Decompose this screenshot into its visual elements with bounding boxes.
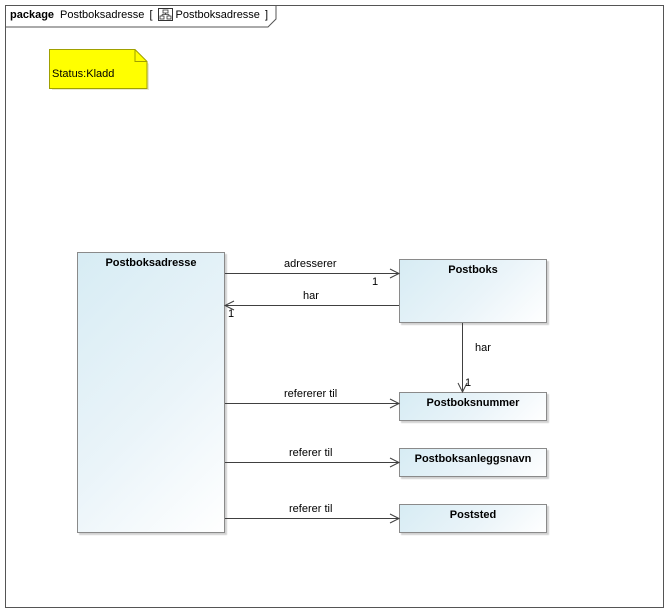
bracket-open: [ [149,9,153,21]
multiplicity-har-back: 1 [228,308,235,320]
multiplicity-adresserer: 1 [372,276,379,288]
diagram-icon [157,7,173,21]
diagram-name: Postboksadresse [175,9,260,21]
assoc-referer2-arrow [389,513,401,524]
assoc-label-adresserer: adresserer [284,258,337,270]
class-name: Poststed [449,509,497,521]
package-tab[interactable]: package Postboksadresse [ Postboksadresse… [5,5,270,27]
class-name: Postboksnummer [426,397,520,409]
multiplicity-har-down: 1 [465,377,472,389]
assoc-har-down-arrow [457,382,468,394]
assoc-refererer-arrow [389,398,401,409]
package-name: Postboksadresse [60,9,145,21]
class-name: Postboksadresse [105,257,197,269]
assoc-har-back-arrow [223,300,235,311]
assoc-adresserer-arrow [389,268,401,279]
class-postboksanleggsnavn[interactable]: Postboksanleggsnavn [399,448,547,477]
assoc-label-refererer-til: refererer til [284,388,338,400]
package-keyword: package [10,9,55,21]
assoc-label-referer-til-1: referer til [289,447,333,459]
assoc-label-referer-til-2: referer til [289,503,333,515]
note-shape[interactable] [49,49,150,91]
class-poststed[interactable]: Poststed [399,504,547,533]
package-frame [5,5,664,608]
class-postboksadresse[interactable]: Postboksadresse [77,252,225,533]
note-text: Status:Kladd [52,68,115,80]
assoc-label-har-down: har [475,342,491,354]
bracket-close: ] [265,9,269,21]
class-name: Postboks [448,264,498,276]
class-postboks[interactable]: Postboks [399,259,547,323]
assoc-referer1-arrow [389,457,401,468]
class-postboksnummer[interactable]: Postboksnummer [399,392,547,421]
assoc-label-har-back: har [303,290,319,302]
class-name: Postboksanleggsnavn [414,453,532,465]
